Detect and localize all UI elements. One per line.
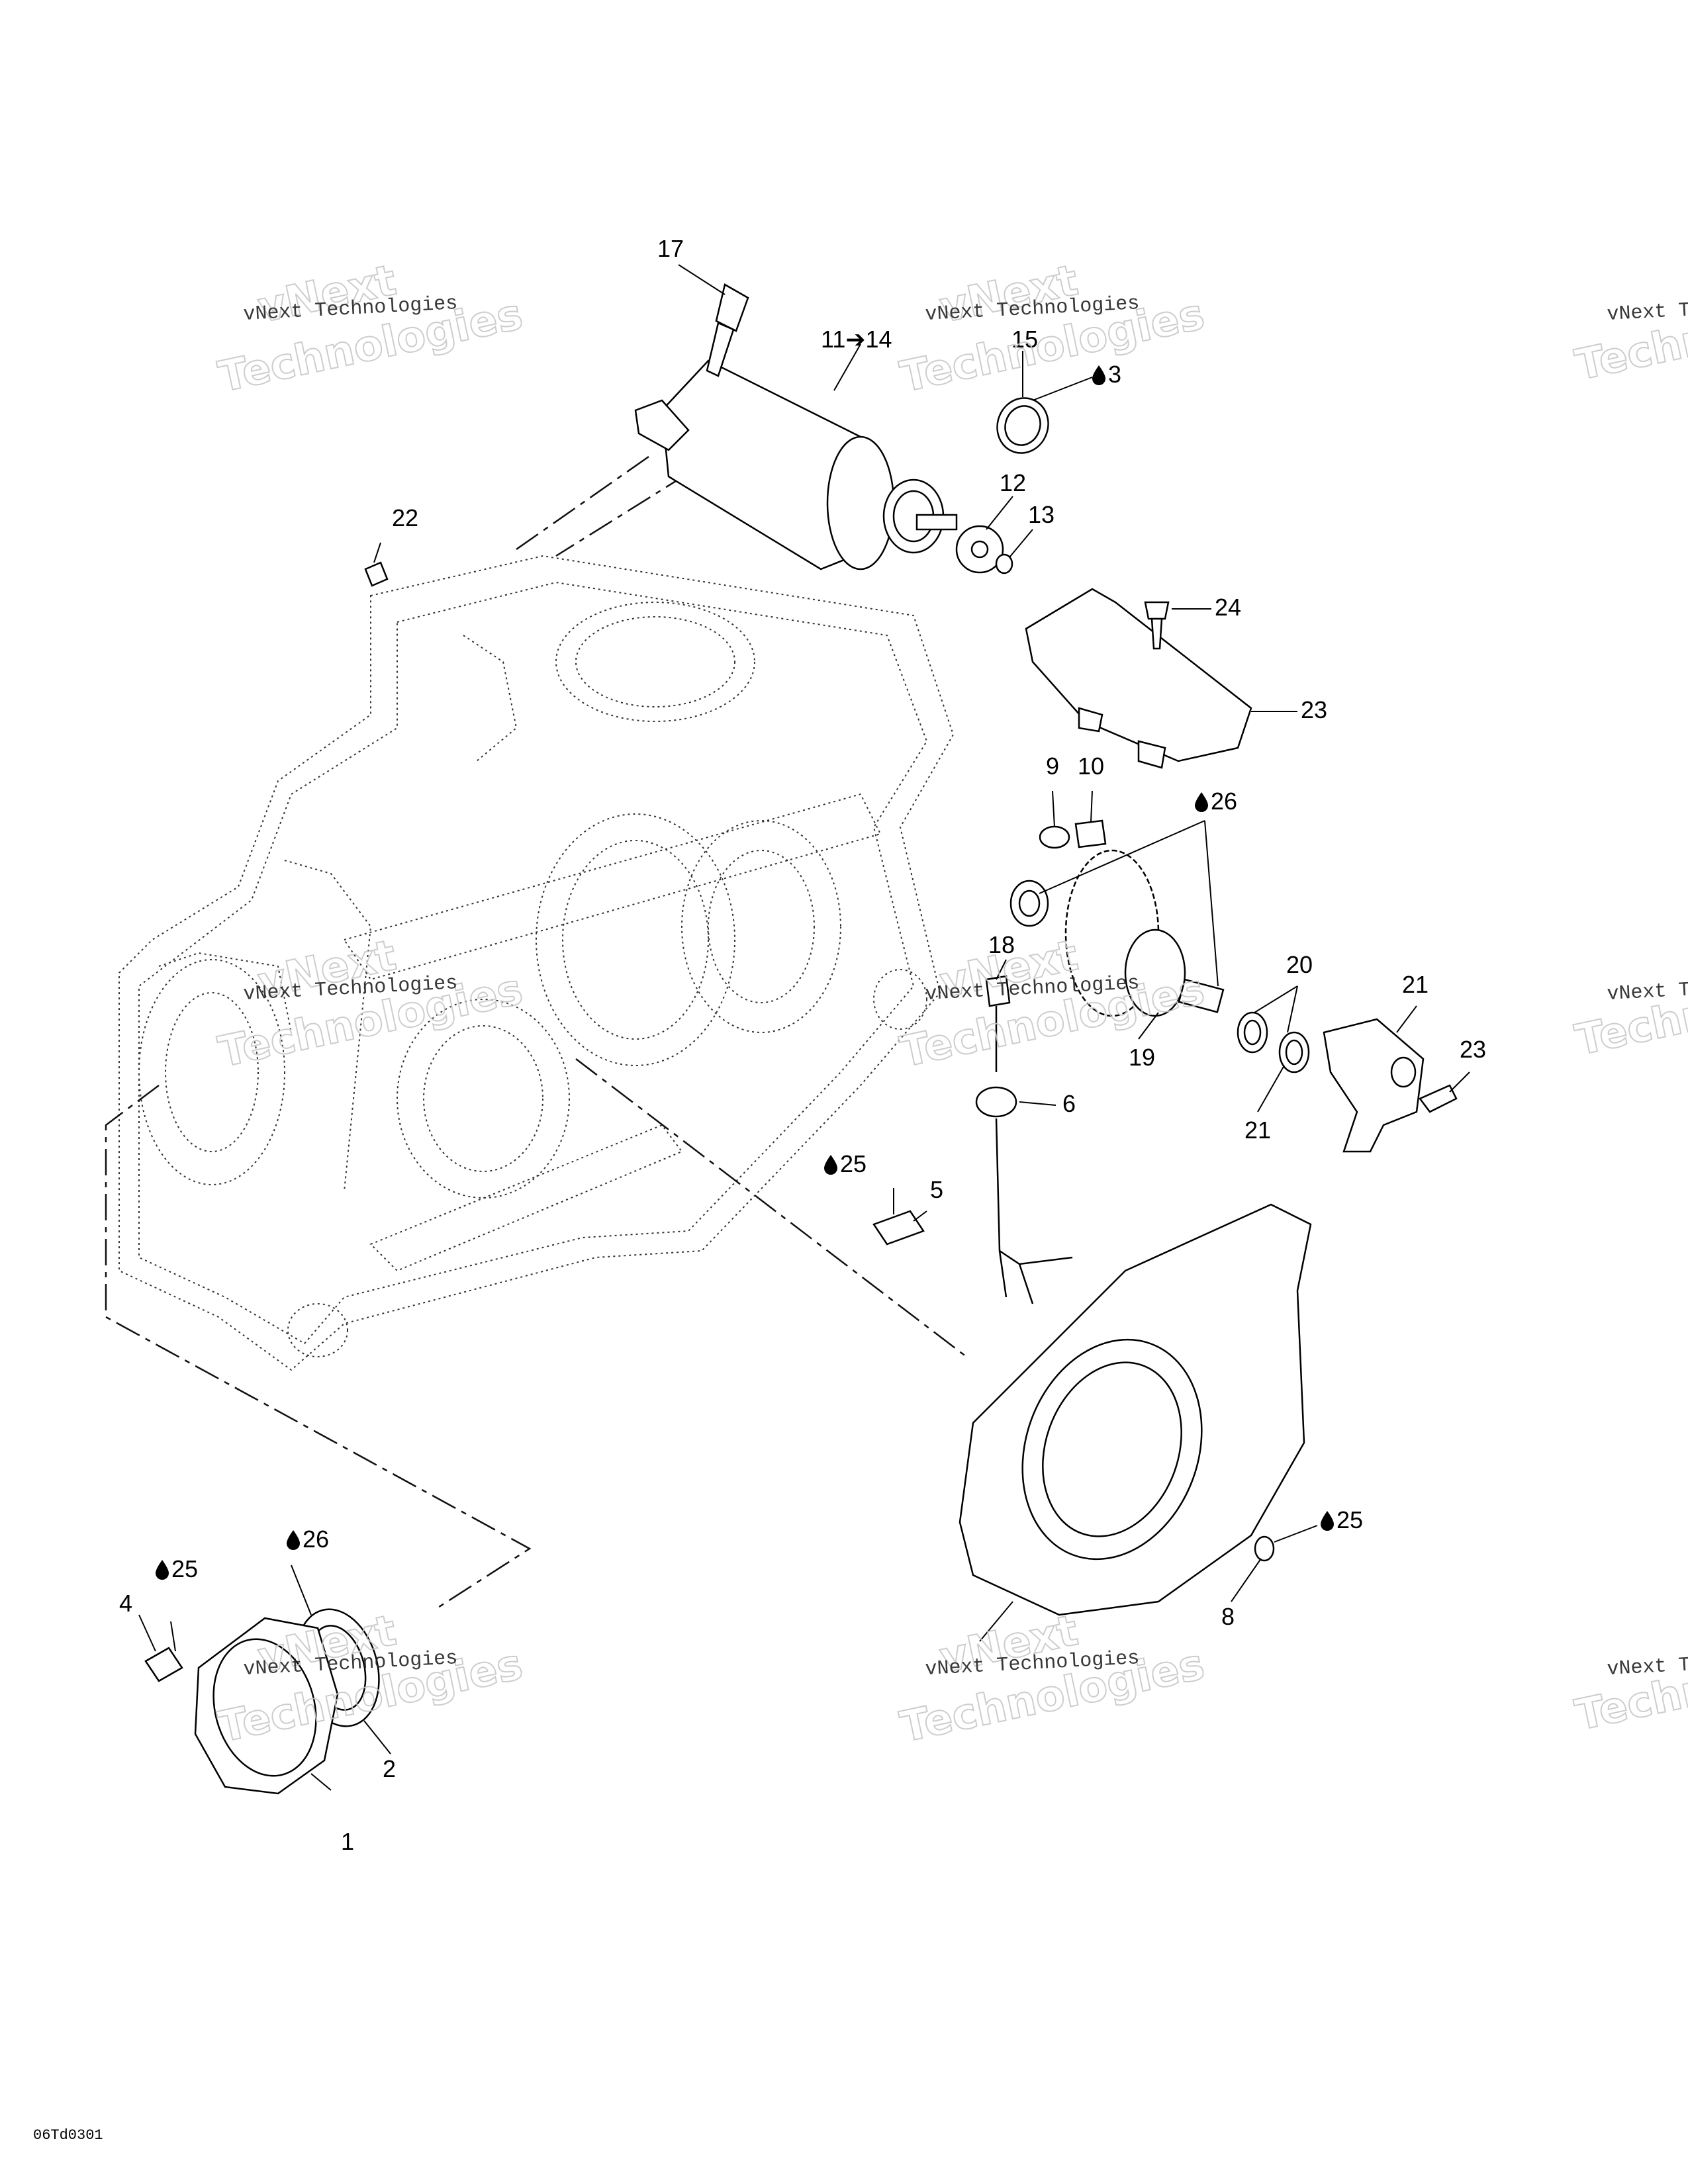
svg-text:Technologies: Technologies [1571, 953, 1688, 1065]
lubricant-26-a: 26 [1211, 788, 1237, 815]
callout-17: 19 [1129, 1044, 1155, 1071]
callout-14: 15 [1011, 326, 1038, 353]
flange-1 [194, 1617, 339, 1795]
callout-21: 23 [1460, 1036, 1486, 1063]
callout-2: 2 [383, 1755, 396, 1782]
callout-24: 24 [1215, 594, 1241, 621]
svg-text:vNext Technologies: vNext Technologies [1607, 972, 1688, 1006]
callout-labels: 17 11➔14 15 12 13 22 24 23 9 10 18 20 21… [119, 235, 1486, 1855]
bolt-10 [1074, 819, 1107, 848]
plug-22 [364, 561, 389, 587]
drawing-code: 06Td0301 [33, 2127, 103, 2144]
bearing-16 [1009, 880, 1049, 927]
lubricant-25-c: 25 [171, 1555, 198, 1582]
svg-text:vNext Technologies: vNext Technologies [1607, 1647, 1688, 1681]
alignment-lines [105, 455, 967, 1610]
washer-9 [1039, 825, 1070, 849]
lubricant-26-b: 26 [303, 1525, 329, 1553]
gear-17 [1064, 849, 1225, 1017]
callout-4: 4 [119, 1590, 132, 1617]
lubricant-25-b: 25 [1336, 1506, 1363, 1533]
starter-motor [634, 359, 958, 570]
watermark-3: Technologies [1571, 277, 1688, 390]
svg-text:Technologies: Technologies [1571, 278, 1688, 390]
harness-6 [975, 975, 1073, 1304]
o-ring-13 [995, 553, 1013, 574]
callout-5: 5 [930, 1176, 943, 1203]
sensor-5 [872, 1210, 925, 1246]
bolt-21 [1419, 1084, 1458, 1113]
watermarks: vNext Technologies vNext Technologies vN… [214, 255, 1688, 1753]
watermark-9: Technologies [1571, 1627, 1688, 1741]
callout-6: 6 [1062, 1090, 1076, 1117]
lubricant-3: 3 [1108, 361, 1121, 388]
leader-lines [138, 264, 1470, 1791]
callout-20: 21 [1402, 971, 1429, 998]
svg-text:Technologies: Technologies [1571, 1628, 1688, 1740]
spring-ring-14 [996, 397, 1049, 454]
guard-23 [1025, 588, 1252, 769]
callout-8: 8 [1221, 1603, 1235, 1630]
callout-22: 22 [392, 504, 418, 531]
lubricant-25-a: 25 [840, 1150, 867, 1177]
callout-16: 18 [988, 931, 1015, 958]
watermark-6: Technologies [1571, 952, 1688, 1066]
callout-19: 21 [1244, 1116, 1271, 1144]
svg-text:vNext Technologies: vNext Technologies [1607, 293, 1688, 326]
bolt-4 [144, 1647, 183, 1682]
screw-8 [1254, 1535, 1275, 1562]
cover-7 [959, 1203, 1312, 1616]
washer-18 [1237, 1011, 1268, 1054]
bracket-20 [1323, 1018, 1425, 1153]
washer-19 [1278, 1031, 1310, 1073]
callout-12: 12 [1000, 469, 1026, 496]
callout-18: 20 [1286, 951, 1313, 978]
callout-1: 1 [341, 1828, 354, 1855]
crankcase-housing [118, 555, 955, 1371]
callout-23: 23 [1301, 696, 1327, 723]
callout-9: 9 [1046, 752, 1059, 780]
callout-11-14: 11➔14 [821, 326, 892, 353]
callout-10: 10 [1078, 752, 1104, 780]
callout-15: 17 [657, 235, 684, 262]
lubricant-drops [156, 365, 1334, 1580]
callout-13: 13 [1028, 501, 1055, 528]
bolt-15 [706, 283, 749, 377]
pinion-12 [955, 525, 1004, 574]
bolt-24 [1144, 601, 1170, 650]
